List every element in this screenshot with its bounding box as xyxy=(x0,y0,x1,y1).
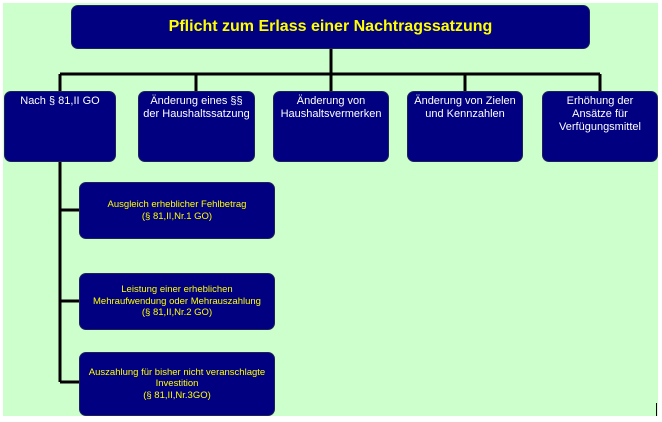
subnode-label: Auszahlung für bisher nicht veranschlagt… xyxy=(88,366,266,390)
node-nach-81-ii-go: Nach § 81,II GO xyxy=(4,91,116,162)
node-erhoehung-verfuegungsmittel: Erhöhung der Ansätze für Verfügungsmitte… xyxy=(542,91,658,162)
diagram-title-text: Pflicht zum Erlass einer Nachtragssatzun… xyxy=(168,18,493,35)
node-label: Nach § 81,II GO xyxy=(20,95,100,107)
subnode-investition: Auszahlung für bisher nicht veranschlagt… xyxy=(79,352,275,416)
subnode-label: Leistung einer erheblichen Mehraufwendun… xyxy=(93,284,261,307)
subnode-ref: (§ 81,II,Nr.1 GO) xyxy=(141,210,213,222)
diagram-title: Pflicht zum Erlass einer Nachtragssatzun… xyxy=(71,5,590,49)
node-aenderung-haushaltsvermerke: Änderung von Haushaltsvermerken xyxy=(273,91,389,162)
node-aenderung-ziele-kennzahlen: Änderung von Zielen und Kennzahlen xyxy=(407,91,523,162)
subnode-mehraufwendung: Leistung einer erheblichen Mehraufwendun… xyxy=(79,273,275,330)
node-label: Änderung von Zielen und Kennzahlen xyxy=(414,95,516,120)
node-aenderung-haushaltssatzung: Änderung eines §§ der Haushaltssatzung xyxy=(138,91,255,162)
subnode-ref: (§ 81,II,Nr.3GO) xyxy=(143,389,211,401)
edge-tick-mark xyxy=(656,403,657,416)
node-label: Änderung eines §§ der Haushaltssatzung xyxy=(143,95,250,120)
subnode-label: Ausgleich erheblicher Fehlbetrag xyxy=(107,199,247,210)
node-label: Änderung von Haushaltsvermerken xyxy=(280,95,382,120)
subnode-ausgleich-fehlbetrag: Ausgleich erheblicher Fehlbetrag (§ 81,I… xyxy=(79,182,275,239)
subnode-ref: (§ 81,II,Nr.2 GO) xyxy=(141,307,213,319)
node-label: Erhöhung der Ansätze für Verfügungsmitte… xyxy=(559,95,641,133)
